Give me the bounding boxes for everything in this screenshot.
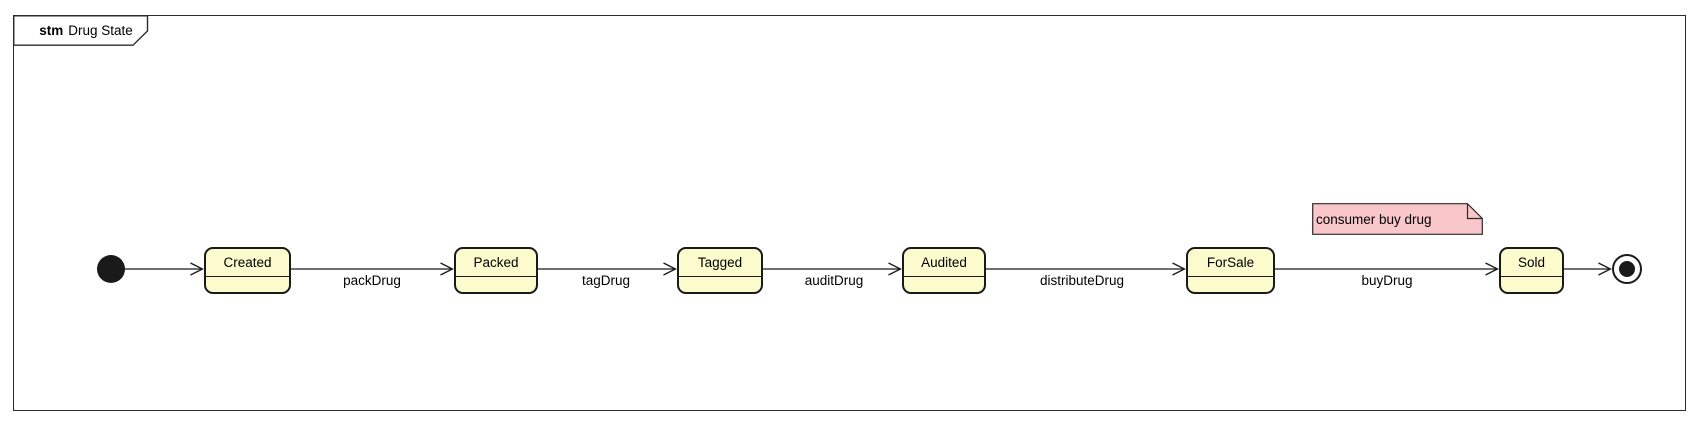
note-consumer-buy-drug[interactable]: [1312, 203, 1484, 236]
state-tagged[interactable]: Tagged: [677, 247, 763, 294]
state-packed-label: Packed: [456, 249, 536, 277]
state-tagged-body: [679, 277, 761, 292]
frame-title-text: Drug State: [68, 22, 133, 38]
state-tagged-label: Tagged: [679, 249, 761, 277]
final-state-icon[interactable]: [1612, 254, 1642, 284]
transition-label-distributedrug[interactable]: distributeDrug: [1039, 273, 1125, 288]
frame-keyword: stm: [39, 22, 64, 38]
state-audited[interactable]: Audited: [902, 247, 986, 294]
state-created-label: Created: [206, 249, 289, 277]
frame-tab-shape: [13, 15, 149, 46]
transition-label-buydrug[interactable]: buyDrug: [1361, 273, 1413, 288]
state-packed[interactable]: Packed: [454, 247, 538, 294]
state-forsale[interactable]: ForSale: [1186, 247, 1275, 294]
state-sold[interactable]: Sold: [1499, 247, 1564, 294]
state-audited-body: [904, 277, 984, 292]
state-created-body: [206, 277, 289, 292]
transition-label-auditdrug[interactable]: auditDrug: [804, 273, 864, 288]
state-created[interactable]: Created: [204, 247, 291, 294]
state-audited-label: Audited: [904, 249, 984, 277]
state-packed-body: [456, 277, 536, 292]
frame-title: stm Drug State: [30, 15, 142, 45]
transition-label-packdrug[interactable]: packDrug: [343, 273, 401, 288]
transition-label-tagdrug[interactable]: tagDrug: [581, 273, 631, 288]
diagram-frame: [13, 15, 1686, 411]
state-forsale-body: [1188, 277, 1273, 292]
state-sold-body: [1501, 277, 1562, 292]
state-forsale-label: ForSale: [1188, 249, 1273, 277]
initial-state-icon[interactable]: [97, 255, 125, 283]
diagram-frame-tab: stm Drug State: [13, 15, 149, 46]
note-text: consumer buy drug: [1316, 211, 1432, 227]
note-shape: [1312, 203, 1483, 235]
state-sold-label: Sold: [1501, 249, 1562, 277]
